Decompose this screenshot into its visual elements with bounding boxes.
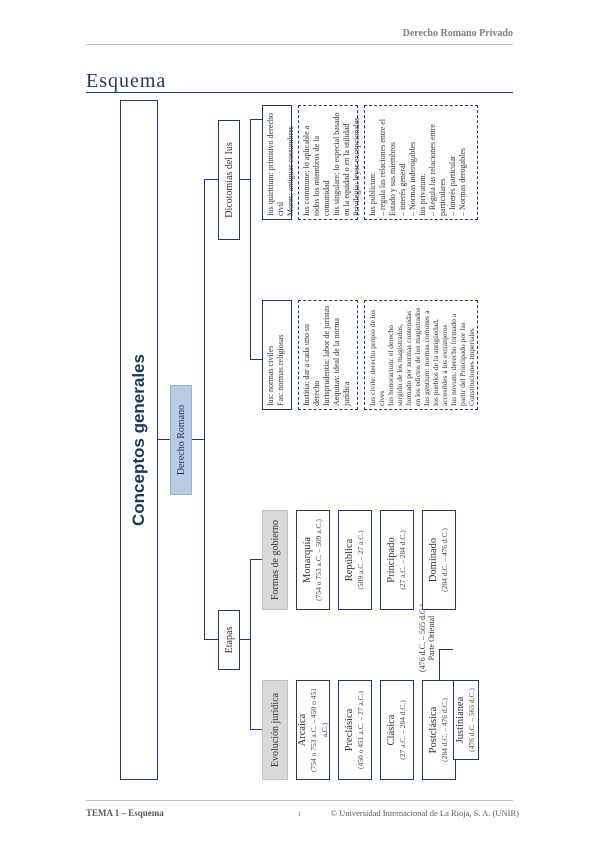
connector bbox=[240, 639, 250, 640]
stage-name: Postclásica bbox=[428, 706, 439, 754]
stage-years: (754 o 753 a.C. – 450 o 451 a.C.) bbox=[308, 688, 329, 772]
stage-years: (284 d.C. – 476 d.C.) bbox=[440, 698, 449, 762]
header-rule bbox=[86, 44, 513, 45]
dicotomia-ius-publicum: Ius publicum: – regula las relaciones en… bbox=[364, 105, 478, 220]
stage-justinianea: Justinianea (476 d.C. – 565 d.C.) bbox=[453, 680, 479, 760]
dicotomia-ius-commune: Ius commune: lo aplicable a todos los mi… bbox=[298, 105, 371, 220]
stage-preclasica: Preclásica (450 o 451 a.C. – 27 a.C.) bbox=[338, 680, 372, 780]
gov-years: (509 a.C. – 27 a.C.) bbox=[356, 530, 365, 590]
branch-dicotomias: Dicotomías del Ius bbox=[218, 120, 240, 240]
gov-monarquia: Monarquía (754 o 753 a.C. – 509 a.C.) bbox=[296, 510, 330, 610]
gov-principado: Principado (27 a.C. – 284 d.C.) bbox=[380, 510, 414, 610]
dicotomia-ius-civile: Ius civile: derecho propio de los cives … bbox=[364, 300, 478, 410]
gov-name: Monarquía bbox=[302, 536, 313, 584]
stage-years: (27 a.C. – 284 d.C.) bbox=[398, 700, 407, 760]
title-rule bbox=[86, 92, 513, 93]
gov-years: (284 d.C. – 476 d.C.) bbox=[440, 528, 449, 592]
connector bbox=[250, 559, 262, 560]
gov-republica: República (509 a.C. – 27 a.C.) bbox=[338, 510, 372, 610]
stage-arcaica: Arcaica (754 o 753 a.C. – 450 o 451 a.C.… bbox=[296, 680, 330, 780]
main-title: Conceptos generales bbox=[120, 100, 158, 780]
stage-name: Clásica bbox=[386, 714, 397, 746]
dicotomia-quiritium: Ius quiritium: primitivo derecho civil M… bbox=[262, 105, 295, 220]
branch-etapas: Etapas bbox=[218, 610, 240, 670]
connector bbox=[250, 359, 262, 360]
connector bbox=[204, 639, 218, 640]
connector bbox=[439, 649, 453, 650]
page-number: 1 bbox=[298, 812, 301, 818]
connector bbox=[192, 439, 204, 440]
stage-name: Arcaica bbox=[296, 713, 308, 747]
stage-years: (476 d.C. – 565 d.C.) bbox=[467, 688, 476, 752]
connector bbox=[158, 439, 170, 440]
connector bbox=[250, 119, 262, 120]
dicotomia-ius-fas: Ius: normas civiles Fas: normas religios… bbox=[262, 300, 292, 410]
footer-rule bbox=[86, 800, 513, 801]
footer-copyright: © Universidad Internacional de La Rioja,… bbox=[330, 808, 519, 818]
header-course: Derecho Romano Privado bbox=[402, 28, 513, 39]
connector bbox=[204, 179, 218, 180]
footer-topic: TEMA 1 – Esquema bbox=[86, 808, 164, 818]
column-evolucion-juridica: Evolución jurídica bbox=[262, 680, 288, 780]
page-title: Esquema bbox=[86, 70, 167, 92]
stage-postclasica: Postclásica (284 d.C. – 476 d.C.) bbox=[422, 680, 456, 780]
connector bbox=[240, 179, 250, 180]
oriental-note: (476 d.C. – 565 d.C.) Parte Oriental bbox=[418, 604, 436, 672]
dicotomia-iustitia: Iustitia: dar a cada uno su derecho Iuri… bbox=[298, 300, 358, 410]
connector bbox=[250, 729, 262, 730]
stage-name: Preclásica bbox=[344, 708, 355, 752]
gov-years: (754 o 753 a.C. – 509 a.C.) bbox=[314, 519, 323, 601]
stage-years: (450 o 451 a.C. – 27 a.C.) bbox=[356, 691, 365, 769]
connector bbox=[204, 180, 205, 640]
concept-diagram: Conceptos generales Derecho Romano Etapa… bbox=[120, 100, 480, 780]
gov-name: Dominado bbox=[428, 537, 439, 583]
gov-name: Principado bbox=[386, 537, 397, 583]
gov-name: República bbox=[344, 538, 355, 582]
stage-clasica: Clásica (27 a.C. – 284 d.C.) bbox=[380, 680, 414, 780]
stage-name: Justinianea bbox=[455, 696, 466, 744]
column-formas-gobierno: Formas de gobierno bbox=[262, 510, 288, 610]
root-derecho-romano: Derecho Romano bbox=[170, 385, 192, 495]
connector bbox=[250, 120, 251, 360]
gov-years: (27 a.C. – 284 d.C.) bbox=[398, 530, 407, 590]
connector bbox=[439, 650, 440, 680]
gov-dominado: Dominado (284 d.C. – 476 d.C.) bbox=[422, 510, 456, 610]
connector bbox=[250, 560, 251, 730]
